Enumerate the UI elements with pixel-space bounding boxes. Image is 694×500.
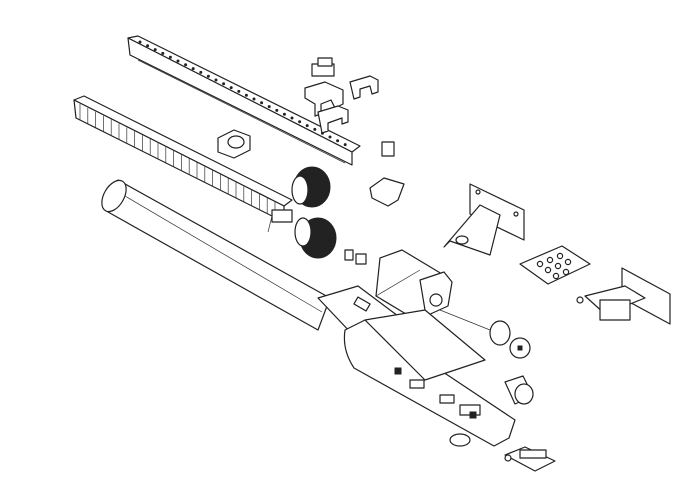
rail-hole [214,78,218,82]
rail-hole [244,93,248,97]
rail-hole [336,139,340,143]
small-bracket [217,129,405,207]
rail-hole [260,101,264,105]
upper-rack-rail [127,35,361,166]
rail-hole [282,112,286,116]
plate-hole [546,256,554,264]
wall-bracket [443,183,525,256]
rail-hole [168,55,172,59]
side-bracket [576,267,671,325]
rail-hole [138,40,142,44]
rail-hole [191,67,195,71]
rail-hole [290,116,294,120]
rail-hole [298,120,302,124]
rail-hole [252,97,256,101]
clip-parts [304,57,379,134]
plate-hole [562,268,570,276]
rail-hole [184,63,188,67]
rail-hole [153,48,157,52]
rail-hole [199,70,203,74]
plate-hole [552,272,560,280]
rail-hole [229,86,233,90]
plate-hole [554,262,562,270]
rail-hole [343,143,347,147]
rail-hole [305,124,309,128]
plate-hole [544,266,552,274]
rail-hole [275,108,279,112]
plate-hole [556,252,564,260]
shaft-coupling [344,249,367,265]
rail-hole [176,59,180,63]
toothed-rack [73,95,293,223]
plate-hole [564,258,572,266]
plate-hole [536,260,544,268]
drive-rollers [267,166,337,259]
bottom-clamp [504,446,556,472]
motor [375,249,453,321]
rail-hole [313,127,317,131]
rail-hole [161,51,165,55]
rail-hole [146,44,150,48]
rail-hole [222,82,226,86]
rail-hole [267,105,271,109]
rail-hole [237,89,241,93]
rail-hole [206,74,210,78]
hole-plate [519,245,591,285]
capacitor-cylinder [504,375,534,405]
control-housing [343,309,516,447]
rail-hole [328,135,332,139]
sensor-disc [439,309,531,359]
